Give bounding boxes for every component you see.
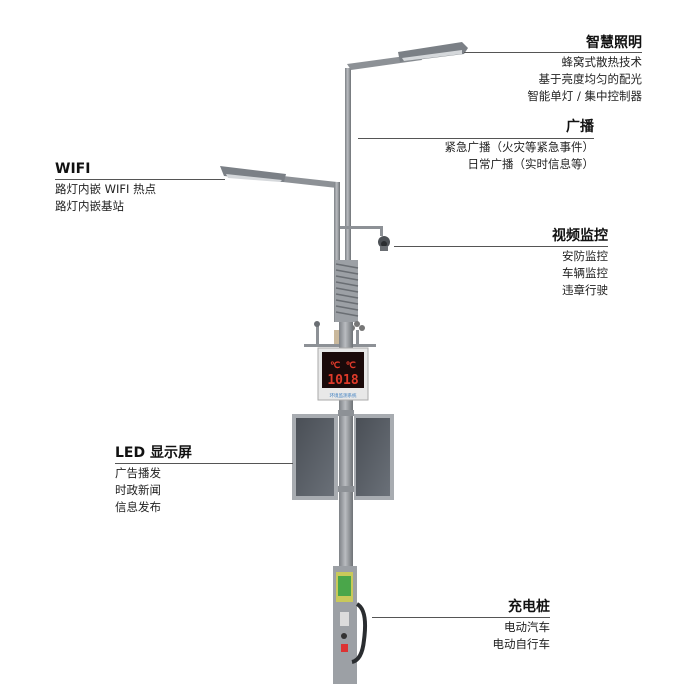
environment-display-caption: 环境监测系统	[330, 392, 357, 399]
led-item: 广告播发	[115, 466, 161, 480]
left-lamp-head	[220, 166, 286, 182]
broadcast-title: 广播	[566, 119, 594, 135]
feature-smart-lighting: 智慧照明 蜂窝式散热技术 基于亮度均匀的配光 智能单灯 / 集中控制器	[420, 34, 642, 105]
environment-display-value: 1018	[327, 373, 358, 388]
feature-led-display: LED 显示屏 广告播发 时政新闻 信息发布	[115, 444, 293, 516]
feature-charging-pile: 充电桩 电动汽车 电动自行车	[372, 598, 550, 653]
charging-title: 充电桩	[508, 599, 550, 615]
charging-pile	[333, 566, 368, 684]
broadcast-item: 日常广播（实时信息等）	[467, 157, 595, 171]
led-leader-line	[115, 463, 293, 464]
smart-lighting-item: 基于亮度均匀的配光	[538, 72, 643, 86]
camera	[340, 226, 390, 251]
broadcast-item: 紧急广播（火灾等紧急事件）	[444, 140, 595, 154]
video-item: 安防监控	[562, 249, 608, 263]
feature-broadcast: 广播 紧急广播（火灾等紧急事件） 日常广播（实时信息等）	[358, 118, 594, 173]
charging-item: 电动自行车	[492, 637, 551, 651]
wifi-item: 路灯内嵌基站	[55, 199, 124, 213]
smart-lighting-leader-line	[464, 52, 642, 53]
video-item: 违章行驶	[562, 283, 608, 297]
environment-display: ℃ ℃ 1018 环境监测系统	[317, 347, 369, 401]
video-item: 车辆监控	[562, 266, 608, 280]
wifi-title: WIFI	[55, 161, 91, 177]
smart-lighting-item: 蜂窝式散热技术	[561, 55, 643, 69]
broadcast-leader-line	[358, 138, 594, 139]
video-leader-line	[394, 246, 608, 247]
led-title: LED 显示屏	[115, 445, 192, 461]
feature-wifi: WIFI 路灯内嵌 WIFI 热点 路灯内嵌基站	[55, 160, 235, 215]
smart-lighting-title: 智慧照明	[586, 35, 642, 51]
led-item: 信息发布	[115, 500, 161, 514]
led-item: 时政新闻	[115, 483, 161, 497]
charging-item: 电动汽车	[504, 620, 550, 634]
led-screen	[292, 410, 394, 500]
feature-video-surveillance: 视频监控 安防监控 车辆监控 违章行驶	[394, 227, 608, 299]
smart-lighting-item: 智能单灯 / 集中控制器	[527, 89, 642, 103]
wifi-leader-line	[55, 179, 225, 180]
wifi-item: 路灯内嵌 WIFI 热点	[55, 182, 157, 196]
video-title: 视频监控	[552, 228, 608, 244]
left-arm	[265, 174, 340, 322]
top-lamp-head	[398, 42, 468, 62]
svg-text:℃ ℃: ℃ ℃	[330, 360, 356, 371]
coiled-section	[335, 260, 359, 322]
charging-leader-line	[372, 617, 550, 618]
